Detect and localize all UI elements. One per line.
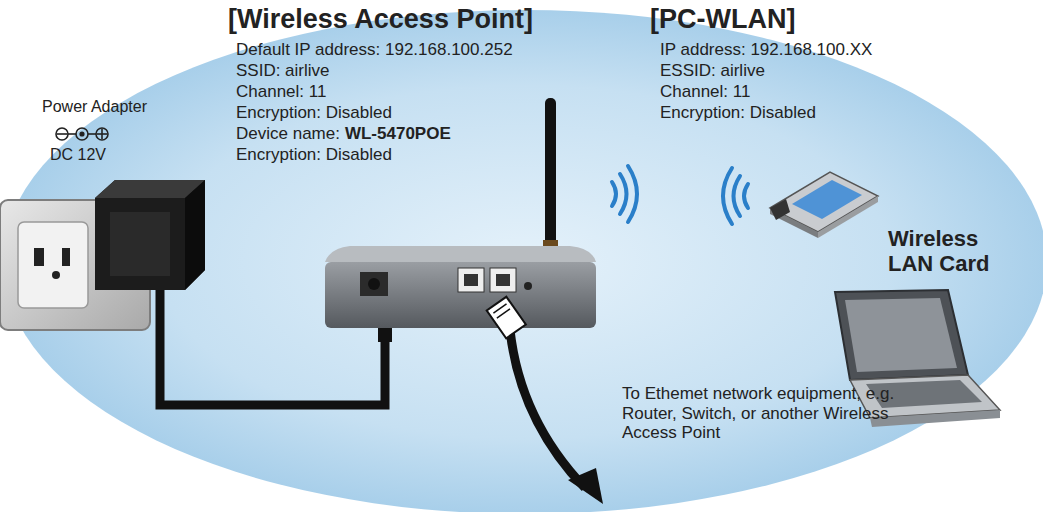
- background-ellipse: [3, 10, 1043, 512]
- setting-line: Device name:: [236, 124, 340, 144]
- dc-jack: [360, 272, 388, 296]
- group-heading: [PC-WLAN]: [650, 4, 795, 35]
- device-name: WL-5470POE: [345, 124, 451, 144]
- setting-line: Encryption: Disabled: [660, 103, 816, 123]
- reset-button: [524, 282, 532, 290]
- setting-line: Channel: 11: [236, 82, 326, 102]
- ethernet-cable: [487, 297, 603, 504]
- wireless-lan-card: [770, 172, 878, 238]
- power-adapter: [95, 180, 205, 290]
- setting-line: IP address: 192.168.100.XX: [660, 40, 872, 60]
- setting-line: Encryption: Disabled: [236, 103, 392, 123]
- setting-line: Default IP address: 192.168.100.252: [236, 40, 513, 60]
- polarity-symbol: [56, 128, 108, 140]
- setting-line: Encryption: Disabled: [236, 145, 392, 165]
- radio-waves: [612, 166, 748, 224]
- part-label: Wireless LAN Card: [888, 226, 1013, 277]
- note-text: To Ethemet network equipment, e.g. Route…: [622, 384, 942, 443]
- antenna: [543, 98, 558, 270]
- part-label: DC 12V: [50, 146, 106, 164]
- access-point: [325, 246, 596, 328]
- part-label: Power Adapter: [42, 98, 147, 116]
- setting-line: ESSID: airlive: [660, 61, 765, 81]
- setting-line: Channel: 11: [660, 82, 750, 102]
- group-heading: [Wireless Access Point]: [228, 4, 533, 35]
- setting-line: SSID: airlive: [236, 61, 330, 81]
